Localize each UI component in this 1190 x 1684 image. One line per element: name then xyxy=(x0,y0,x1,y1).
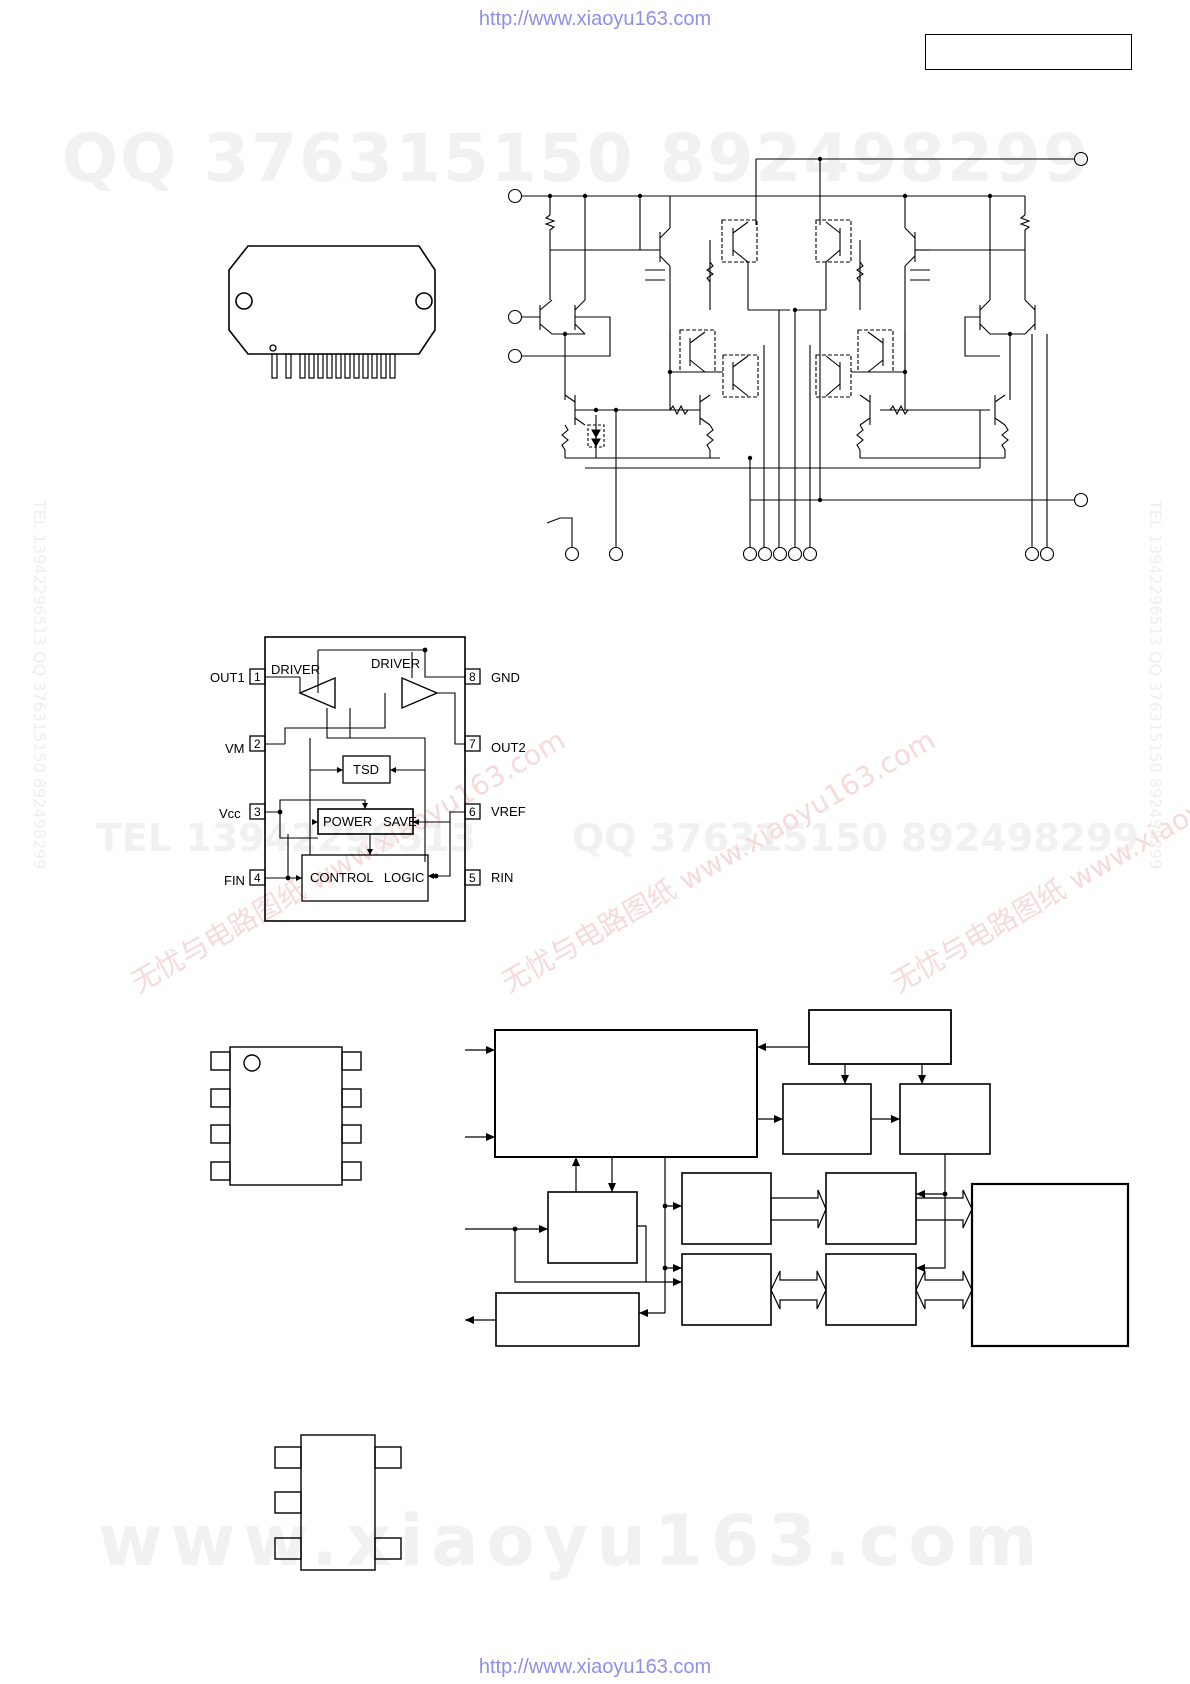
memory-block xyxy=(970,1182,1130,1348)
terminal-in1 xyxy=(507,309,523,325)
watermark-site: www.xiaoyu163.com xyxy=(98,1500,1046,1582)
pin-2-number: 2 xyxy=(254,737,261,751)
driver-ic-body xyxy=(264,636,466,922)
source-url-bottom[interactable]: http://www.xiaoyu163.com xyxy=(478,1656,712,1678)
driver-ic-pins xyxy=(249,668,481,886)
pin-6-name: VREF xyxy=(491,804,526,819)
power-amp-schematic xyxy=(507,151,1089,562)
watermark-side-right: TEL 13942296513 QQ 376315150 892498299 xyxy=(1146,500,1165,870)
bottom-terminals xyxy=(564,546,1055,562)
block-b xyxy=(899,1083,991,1155)
pin-6-number: 6 xyxy=(469,805,476,819)
terminal-in2 xyxy=(507,348,523,364)
pin-7-number: 7 xyxy=(469,737,476,751)
pin-8-number: 8 xyxy=(469,670,476,684)
block-a xyxy=(782,1083,872,1155)
block-h xyxy=(495,1292,640,1347)
source-url-top[interactable]: http://www.xiaoyu163.com xyxy=(478,8,712,30)
watermark-side-left: TEL 13942296513 QQ 376315150 892498299 xyxy=(30,500,49,870)
driver-amp-right xyxy=(401,676,439,710)
power-ic-pins xyxy=(271,353,396,379)
block-f xyxy=(681,1253,772,1326)
pin-3-number: 3 xyxy=(254,805,261,819)
driver-label-right: DRIVER xyxy=(371,656,420,671)
pin-4-name: FIN xyxy=(224,873,245,888)
pin-1-name: OUT1 xyxy=(210,670,245,685)
pin-2-name: VM xyxy=(225,741,245,756)
block-d xyxy=(681,1172,772,1245)
bus-arrows xyxy=(770,1189,973,1310)
terminal-top-right xyxy=(1073,151,1089,167)
main-block xyxy=(494,1029,758,1158)
motor-driver-ic: DRIVER DRIVER TSD POWER SAVE CONTROL LOG… xyxy=(210,636,526,922)
page-number-box xyxy=(925,34,1132,70)
terminal-right-mid xyxy=(1073,492,1089,508)
watermark-qq-middle: QQ 376315150 892498299 xyxy=(572,816,1139,860)
top-right-block xyxy=(808,1009,952,1065)
pin-1-number: 1 xyxy=(254,670,261,684)
pin-8-name: GND xyxy=(491,670,520,685)
control-logic-label: CONTROL LOGIC xyxy=(310,870,424,885)
sop8-package xyxy=(210,1046,362,1186)
terminal-vcc xyxy=(507,188,523,204)
pin-4-number: 4 xyxy=(254,871,261,885)
pin-5-name: RIN xyxy=(491,870,513,885)
power-save-label: POWER SAVE xyxy=(323,814,417,829)
driver-label-left: DRIVER xyxy=(271,662,320,677)
sot5-package xyxy=(274,1434,402,1571)
pin-3-name: Vcc xyxy=(219,806,241,821)
block-e xyxy=(825,1172,917,1245)
power-ic-package xyxy=(228,245,436,379)
pin-7-name: OUT2 xyxy=(491,740,526,755)
tsd-label: TSD xyxy=(353,762,379,777)
block-c xyxy=(547,1191,638,1264)
pin-5-number: 5 xyxy=(469,871,476,885)
block-g xyxy=(825,1253,917,1326)
junction-dots xyxy=(547,156,1013,503)
system-block-diagram xyxy=(465,1009,1130,1348)
